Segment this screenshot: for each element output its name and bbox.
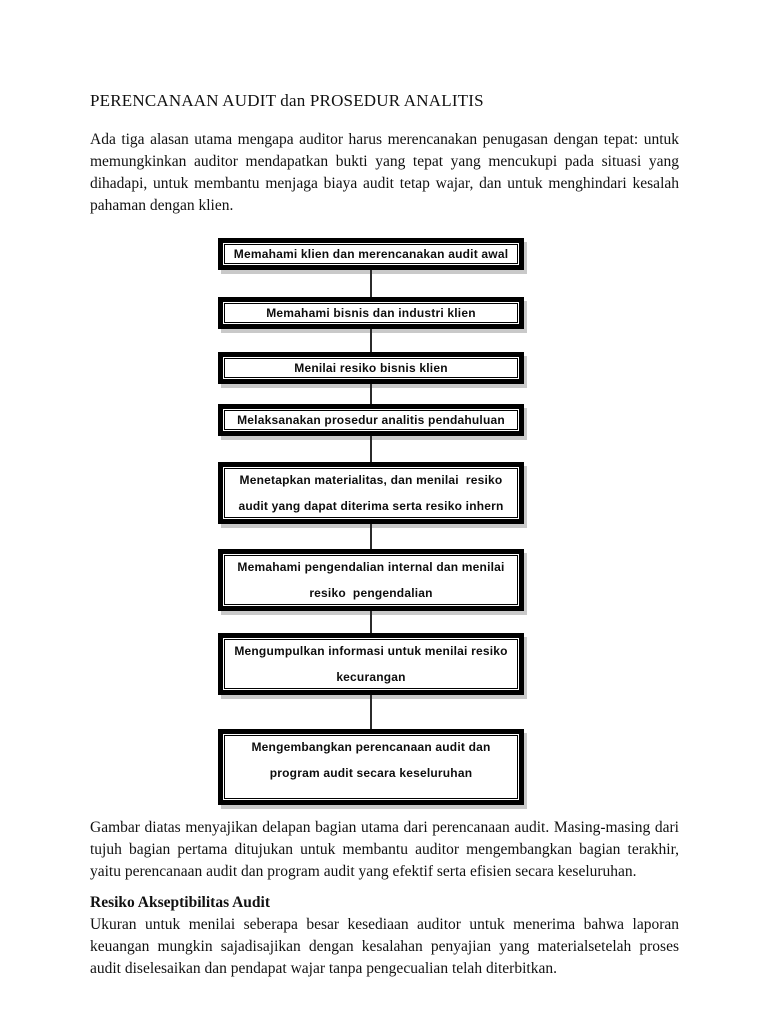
audit-planning-flowchart: Memahami klien dan merencanakan audit aw… (218, 238, 524, 805)
flowchart-box-label: Memahami pengendalian internal dan menil… (237, 560, 505, 574)
flowchart-box-5: Menetapkan materialitas, dan menilai res… (218, 462, 524, 524)
flowchart-box-2: Memahami bisnis dan industri klien (218, 297, 524, 329)
flowchart-connector (370, 270, 372, 297)
section-body-paragraph: Ukuran untuk menilai seberapa besar kese… (90, 916, 679, 977)
flowchart-box-8: Mengembangkan perencanaan audit dan prog… (218, 729, 524, 805)
flowchart-box-label: program audit secara keseluruhan (269, 766, 473, 780)
flowchart-connector (370, 329, 372, 352)
flowchart-box-label: resiko pengendalian (309, 586, 433, 600)
flowchart-box-label: kecurangan (336, 670, 406, 684)
flowchart-connector (370, 384, 372, 404)
flowchart-box-1: Memahami klien dan merencanakan audit aw… (218, 238, 524, 270)
flowchart-box-7: Mengumpulkan informasi untuk menilai res… (218, 633, 524, 695)
flowchart-connector (370, 695, 372, 729)
flowchart-box-6: Memahami pengendalian internal dan menil… (218, 549, 524, 611)
figure-caption-paragraph: Gambar diatas menyajikan delapan bagian … (90, 819, 679, 880)
flowchart-box-4: Melaksanakan prosedur analitis pendahulu… (218, 404, 524, 436)
flowchart-box-label: Menilai resiko bisnis klien (294, 361, 448, 375)
intro-paragraph: Ada tiga alasan utama mengapa auditor ha… (90, 131, 679, 214)
flowchart-box-label: audit yang dapat diterima serta resiko i… (238, 499, 504, 513)
page-title: PERENCANAAN AUDIT dan PROSEDUR ANALITIS (90, 91, 484, 110)
flowchart-box-label: Mengembangkan perencanaan audit dan (251, 740, 491, 754)
flowchart-box-label: Melaksanakan prosedur analitis pendahulu… (237, 413, 505, 427)
flowchart-connector (370, 611, 372, 633)
flowchart-box-3: Menilai resiko bisnis klien (218, 352, 524, 384)
section-heading: Resiko Akseptibilitas Audit (90, 894, 271, 911)
flowchart-connector (370, 436, 372, 462)
flowchart-box-label: Memahami bisnis dan industri klien (266, 306, 476, 320)
flowchart-connector (370, 524, 372, 549)
flowchart-box-label: Memahami klien dan merencanakan audit aw… (233, 247, 509, 261)
flowchart-box-label: Menetapkan materialitas, dan menilai res… (239, 473, 503, 487)
flowchart-box-label: Mengumpulkan informasi untuk menilai res… (234, 644, 508, 658)
